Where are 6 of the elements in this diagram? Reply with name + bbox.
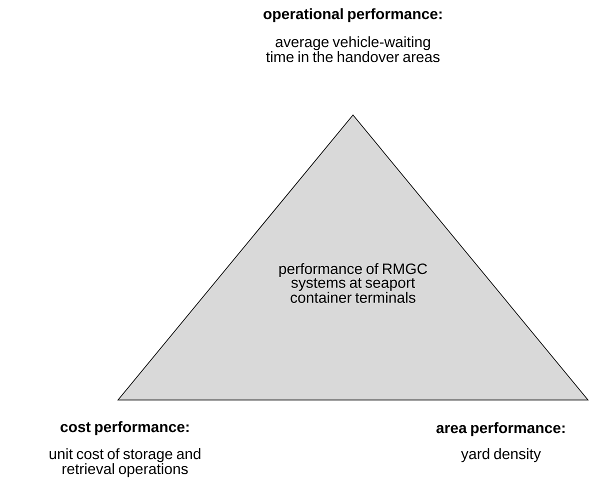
description: average vehicle-waiting time in the handover areas — [266, 36, 440, 62]
heading: cost performance: — [60, 421, 189, 436]
description: yard density — [461, 448, 541, 462]
description: unit cost of storage and retrieval operations — [50, 448, 200, 478]
heading: operational performance: — [264, 8, 442, 22]
heading: area performance: — [436, 422, 565, 436]
